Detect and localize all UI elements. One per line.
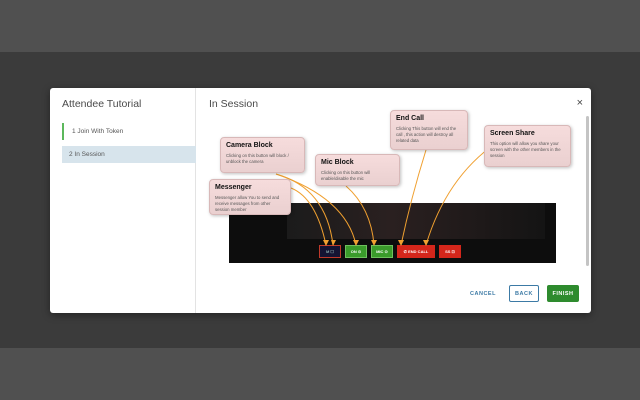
backdrop-top <box>0 0 640 52</box>
back-button[interactable]: BACK <box>509 285 539 302</box>
tooltip-messenger: Messenger Messenger allow You to send an… <box>209 179 291 215</box>
messenger-button[interactable]: M ☐ <box>319 245 341 258</box>
close-icon[interactable]: × <box>576 97 583 109</box>
tooltip-title: End Call <box>396 115 425 122</box>
step-join-with-token[interactable]: 1 Join With Token <box>62 123 196 140</box>
tooltip-text: This option will allow you share your sc… <box>490 141 561 158</box>
step-in-session[interactable]: 2 In Session <box>62 146 196 163</box>
tooltip-end-call: End Call Clicking This button will end t… <box>390 110 468 150</box>
tooltip-text: Clicking on this button will enable/disa… <box>321 170 371 181</box>
cancel-button[interactable]: CANCEL <box>470 290 496 297</box>
call-controls: M ☐ ON ⊙ MIC ⊙ ✆ END CALL SS ⊡ <box>319 245 461 258</box>
finish-button[interactable]: FINISH <box>547 285 579 302</box>
tooltip-text: Clicking on this button will block / unb… <box>226 153 289 164</box>
tutorial-sidebar: Attendee Tutorial 1 Join With Token 2 In… <box>50 88 196 313</box>
tooltip-screen-share: Screen Share This option will allow you … <box>484 125 571 167</box>
page-title: In Session <box>209 98 259 110</box>
video-feed <box>287 203 545 239</box>
scrollbar[interactable] <box>586 116 589 266</box>
end-call-button[interactable]: ✆ END CALL <box>397 245 435 258</box>
camera-toggle-button[interactable]: ON ⊙ <box>345 245 367 258</box>
tooltip-camera-block: Camera Block Clicking on this button wil… <box>220 137 305 173</box>
mic-toggle-button[interactable]: MIC ⊙ <box>371 245 393 258</box>
tooltip-title: Screen Share <box>490 130 535 137</box>
screen-share-button[interactable]: SS ⊡ <box>439 245 461 258</box>
tooltip-text: Clicking This button will end the call ,… <box>396 126 457 143</box>
tooltip-title: Messenger <box>215 184 252 191</box>
backdrop-bottom <box>0 348 640 400</box>
sidebar-title: Attendee Tutorial <box>62 98 142 110</box>
tooltip-text: Messenger allow You to send and receive … <box>215 195 280 212</box>
tutorial-modal: Attendee Tutorial 1 Join With Token 2 In… <box>50 88 591 313</box>
tooltip-title: Camera Block <box>226 142 273 149</box>
tooltip-title: Mic Block <box>321 159 354 166</box>
tutorial-content: In Session × M ☐ ON ⊙ MIC ⊙ ✆ END CALL S… <box>196 88 591 313</box>
tooltip-mic-block: Mic Block Clicking on this button will e… <box>315 154 400 186</box>
